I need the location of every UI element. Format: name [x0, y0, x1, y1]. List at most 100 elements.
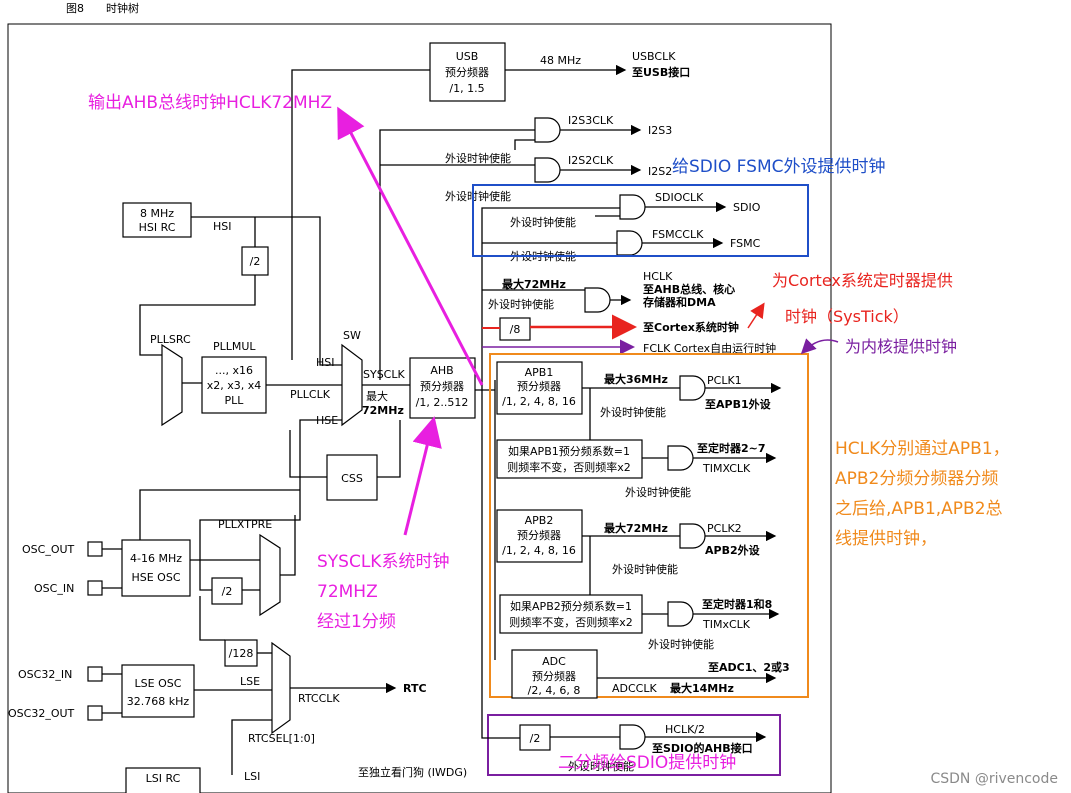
hse-line1: 4-16 MHz [130, 552, 182, 565]
apb1-prescaler-block [496, 361, 583, 415]
annotation-systick-1: 为Cortex系统定时器提供 [772, 271, 953, 290]
osc-in-label: OSC_IN [34, 582, 74, 595]
hclk-and-gate [584, 287, 611, 313]
apb2-enable-label: 外设时钟使能 [612, 562, 678, 576]
sysclk-72-label: 72MHz [362, 404, 404, 417]
ahb-title: AHB [430, 364, 453, 377]
timxclk2-label: TIMxCLK [702, 618, 751, 631]
sw-label: SW [343, 329, 361, 342]
hsi-line1: 8 MHz [140, 207, 174, 220]
sdio-fsmc-highlight [472, 184, 809, 257]
osc32-pins-wire [102, 673, 122, 714]
hclk-to2-label: 存储器和DMA [643, 295, 716, 309]
rtcclk-label: RTCCLK [298, 692, 340, 705]
osc-pins-wire [102, 548, 122, 589]
adc-title: ADC [542, 655, 566, 668]
adc-line2: /2, 4, 6, 8 [528, 684, 581, 697]
hse-to-div2 [199, 560, 212, 591]
usbclk-label: USBCLK [632, 50, 676, 63]
lse-osc-block [121, 664, 195, 718]
hse-div2-block [211, 577, 243, 605]
tim-apb2-block [499, 594, 643, 634]
tim-apb1-block [496, 439, 643, 479]
hclk-enable-label: 外设时钟使能 [488, 297, 554, 311]
tim-apb2-line2: 则频率不变，否则频率x2 [509, 615, 633, 629]
osc32-out-pin [87, 705, 103, 721]
apb2-prescaler-block [496, 509, 583, 563]
hse-div2-label: /2 [222, 585, 233, 598]
i2s3-enable-wire [514, 139, 535, 150]
timxclk-label: TIMXCLK [702, 462, 751, 475]
sdio-and-gate [619, 194, 646, 220]
usb-input-wire [291, 69, 430, 360]
i2s2clk-label: I2S2CLK [568, 154, 614, 167]
pllxtpre-label: PLLXTPRE [218, 518, 272, 531]
apb2-max72-label: 最大72MHz [604, 521, 668, 535]
to-usb-label: 至USB接口 [632, 65, 690, 79]
i2s2-label: I2S2 [648, 165, 672, 178]
max72-label: 最大72MHz [502, 277, 566, 291]
ahb-line1: 预分频器 [420, 379, 464, 393]
fsmc-label: FSMC [730, 237, 761, 250]
pllmul-line2: x2, x3, x4 [207, 379, 262, 392]
hse-to-sw [199, 419, 342, 560]
i2s3-label: I2S3 [648, 124, 672, 137]
tim-apb1-line2: 则频率不变，否则频率x2 [507, 460, 631, 474]
sdio-half-highlight [487, 714, 781, 776]
css-label: CSS [341, 472, 363, 485]
hclk2-and-gate [619, 724, 646, 750]
rtcsel-label: RTCSEL[1:0] [248, 732, 315, 745]
watermark: CSDN @rivencode [930, 771, 1058, 787]
i2s3-and-gate [534, 117, 561, 143]
sysclk-max-label: 最大 [366, 389, 388, 403]
tim-apb1-line1: 如果APB1预分频系数=1 [508, 444, 630, 458]
hclk-label: HCLK [643, 270, 673, 283]
osc32-in-pin [87, 666, 103, 682]
i2s2-enable-label: 外设时钟使能 [445, 189, 511, 203]
lsi-wire-label: LSI [244, 770, 260, 783]
i2s3-enable-label: 外设时钟使能 [445, 151, 511, 165]
annotation-sdio-half: 二分频给SDIO提供时钟 [558, 753, 736, 773]
hsi-div2-label: /2 [250, 255, 261, 268]
hsi-line2: HSI RC [139, 221, 176, 234]
hsi-rc-block [122, 202, 192, 238]
pllmul-line3: PLL [225, 394, 245, 407]
lse-wire-label: LSE [240, 675, 260, 688]
annotation-ahb-out: 输出AHB总线时钟HCLK72MHZ [88, 93, 332, 113]
usb-line2: /1, 1.5 [449, 82, 484, 95]
osc32-in-label: OSC32_IN [18, 668, 72, 681]
pllmul-title: PLLMUL [213, 340, 256, 353]
iwdg-label: 至独立看门狗 (IWDG) [358, 765, 467, 779]
hsi-wire-label: HSI [213, 220, 232, 233]
hsi-div2-out [139, 275, 256, 356]
max36-label: 最大36MHz [604, 372, 668, 386]
sdio-label: SDIO [733, 201, 761, 214]
osc-out-label: OSC_OUT [22, 543, 75, 556]
lsi-wire [231, 719, 272, 775]
sdio-half-feed [481, 390, 520, 739]
annotation-sysclk-1: SYSCLK系统时钟 [317, 552, 449, 572]
usb-prescaler-block [429, 42, 506, 102]
apb2-line2: /1, 2, 4, 8, 16 [502, 544, 576, 557]
apb1-title: APB1 [525, 366, 554, 379]
pclk1-and-gate [679, 375, 706, 401]
pclk2-label: PCLK2 [707, 522, 742, 535]
rtc-label: RTC [403, 682, 427, 695]
annotation-core-clk: 为内核提供时钟 [845, 337, 957, 356]
osc-out-pin [87, 541, 103, 557]
i2s2-and-gate [534, 157, 561, 183]
annotation-sdio-fsmc: 给SDIO FSMC外设提供时钟 [672, 157, 886, 177]
fsmc-and-gate [616, 230, 643, 256]
div128-block [224, 639, 258, 667]
annotation-sysclk-2: 72MHZ [317, 582, 378, 602]
lse-line1: LSE OSC [135, 677, 182, 690]
pllxtpre-out [280, 515, 296, 576]
sdioclk-label: SDIOCLK [655, 191, 704, 204]
sysclk-label: SYSCLK [363, 368, 405, 381]
to-sdio-ahb-label: 至SDIO的AHB接口 [652, 741, 753, 755]
tim-apb1-enable-label: 外设时钟使能 [625, 485, 691, 499]
annotation-systick-arrow [747, 302, 765, 329]
div2-sdio-label: /2 [530, 732, 541, 745]
annotation-systick-2: 时钟（SysTick） [785, 307, 909, 326]
annotation-ahb-arrow [337, 106, 484, 386]
